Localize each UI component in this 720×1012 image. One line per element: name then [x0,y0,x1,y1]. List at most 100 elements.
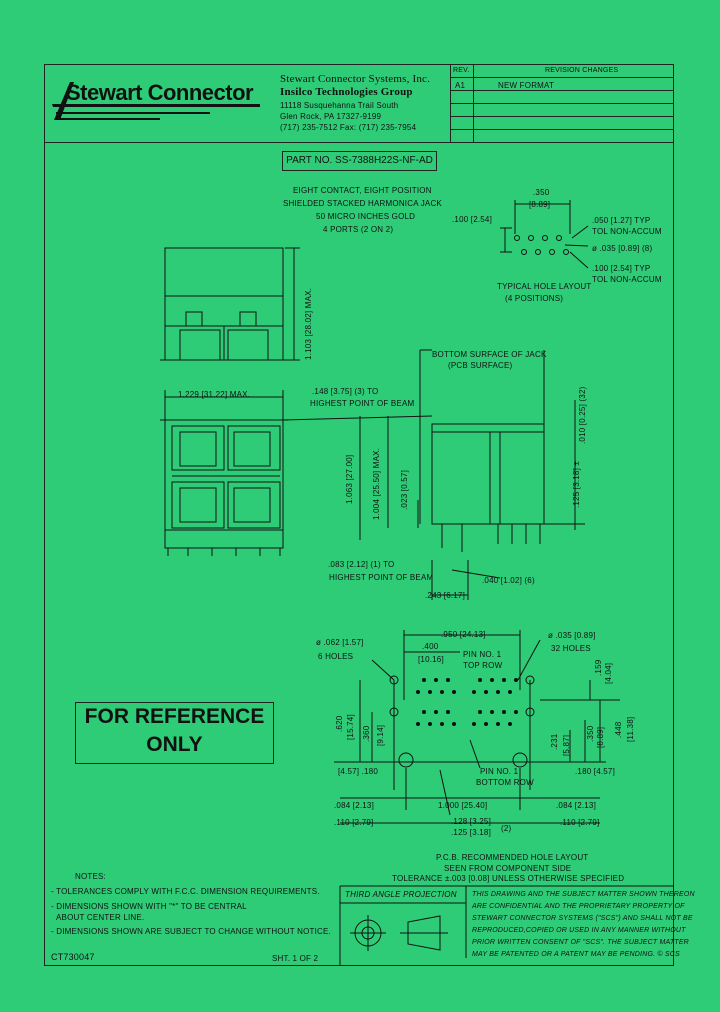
sheet-border [44,64,674,966]
pcb-dim-1000: 1.000 [25.40] [438,801,488,810]
hole-dim-100: .100 [2.54] [452,215,493,224]
pcb-dim-110-right: .110 [2.79] [560,818,600,827]
note-3: - DIMENSIONS SHOWN ARE SUBJECT TO CHANGE… [51,927,331,936]
hole-dim-050-typ: .050 [1.27] TYP [592,216,651,225]
hole-caption2: (4 POSITIONS) [505,294,564,303]
pcb-dim-180-left: [4.57] .180 [338,767,379,776]
hole-tol-non-accum-2: TOL NON-ACCUM [592,275,662,284]
pcb-dim-2: (2) [501,824,512,833]
confidential-line4: REPRODUCED,COPIED OR USED IN ANY MANNER … [472,927,686,934]
rev-header: REV. [453,67,470,74]
beam-bot-label1: .083 [2.12] (1) TO [328,560,395,569]
description-line1: EIGHT CONTACT, EIGHT POSITION [293,186,432,195]
pcb-dim-231: .231 [550,733,559,750]
side-dim-1004: 1.004 [25.50] MAX. [372,447,381,520]
hole-dim-350: .350 [533,188,550,197]
pcb-hole-035b: 32 HOLES [551,644,591,653]
pcb-dim-620: .620 [335,715,344,732]
company-address1: 11118 Susquehanna Trail South [280,101,399,110]
revision-row-line [450,103,674,104]
beam-top-label2: HIGHEST POINT OF BEAM [310,399,415,408]
pcb-dim-400-mm: [10.16] [418,655,444,664]
hole-dim-100-typ: .100 [2.54] TYP [592,264,651,273]
revision-row-line [450,77,674,78]
pcb-dim-620-mm: [15.74] [346,714,355,740]
drawing-number: CT730047 [51,952,95,962]
pcb-dim-400: .400 [422,642,439,651]
pcb-dim-350-mm: [8.89] [596,726,605,748]
revision-row-line [450,129,674,130]
revision-row-line [450,116,674,117]
pcb-caption1: P.C.B. RECOMMENDED HOLE LAYOUT [436,853,589,862]
side-dim-023: .023 [0.57] [400,469,409,510]
note-2a: - DIMENSIONS SHOWN WITH "*" TO BE CENTRA… [51,902,247,911]
description-line4: 4 PORTS (2 ON 2) [323,225,394,234]
hole-tol-non-accum-1: TOL NON-ACCUM [592,227,662,236]
pcb-dim-950: .950 [24.13] [441,630,486,639]
pcb-dim-360: .360 [362,725,371,742]
pcb-dim-448-mm: [11.38] [626,716,635,742]
company-group: Insilco Technologies Group [280,86,413,98]
part-number-box: PART NO. SS-7388H22S-NF-AD [282,151,437,171]
pcb-dim-350: .350 [586,725,595,742]
pcb-pin-holes [416,678,518,726]
reference-line1: FOR REFERENCE [84,705,265,728]
company-logo: Stewart Connector [50,80,275,128]
pcb-caption3: TOLERANCE ±.003 [0.08] UNLESS OTHERWISE … [392,874,625,883]
beam-bot-label2: HIGHEST POINT OF BEAM [329,573,434,582]
pcb-dim-448: .448 [614,721,623,738]
pcb-dim-084-right: .084 [2.13] [556,801,597,810]
pcb-pin1-top2: TOP ROW [463,661,503,670]
pcb-dim-159-mm: [4.04] [604,662,613,684]
confidential-line3: STEWART CONNECTOR SYSTEMS ("SCS") AND SH… [472,915,693,922]
bottom-surface-label2: (PCB SURFACE) [448,361,513,370]
pcb-dim-125: .125 [3.18] [451,828,492,837]
logo-swoosh-icon [52,82,260,120]
pcb-dim-360-mm: [9.14] [376,724,385,746]
description-line2: SHIELDED STACKED HARMONICA JACK [283,199,442,208]
revision-changes-header: REVISION CHANGES [545,67,619,74]
pcb-hole-062b: 6 HOLES [318,652,354,661]
pcb-hole-layout [334,630,620,824]
pcb-pin1-bot2: BOTTOM ROW [476,778,534,787]
pcb-pin1-bot1: PIN NO. 1 [480,767,519,776]
company-phone: (717) 235-7512 Fax: (717) 235-7954 [280,123,417,132]
pcb-dim-128: .128 [3.25] [451,817,492,826]
description-line3: 50 MICRO INCHES GOLD [316,212,416,221]
title-block-divider [44,142,674,143]
side-dim-010: .010 [0.25] (32) [578,386,587,444]
pcb-dim-084-left: .084 [2.13] [334,801,375,810]
pcb-hole-062a: ø .062 [1.57] [316,638,364,647]
note-2b: ABOUT CENTER LINE. [56,913,145,922]
notes-title: NOTES: [75,872,106,881]
pcb-dim-159: .159 [594,659,603,676]
confidential-line1: THIS DRAWING AND THE SUBJECT MATTER SHOW… [472,891,695,898]
bottom-surface-label1: BOTTOM SURFACE OF JACK [432,350,547,359]
projection-label: THIRD ANGLE PROJECTION [345,890,457,899]
side-dim-040: .040 [1.02] (6) [482,576,535,585]
side-view-jack [282,349,585,600]
front-width-max: 1.229 [31.22] MAX. [178,390,251,399]
confidential-line5: PRIOR WRITTEN CONSENT OF "SCS". THE SUBJ… [472,939,689,946]
rev-value: A1 [455,81,466,90]
sheet-number: SHT. 1 OF 2 [272,954,319,963]
reference-line2: ONLY [146,733,203,756]
company-address2: Glen Rock, PA 17327-9199 [280,112,382,121]
top-view-jack [160,247,300,361]
logo-text: Stewart Connector [66,80,254,105]
pcb-dim-180-right: .180 [4.57] [575,767,616,776]
front-view-jack [160,419,288,556]
front-height-max: 1.103 [28.02] MAX. [304,287,313,360]
beam-top-label1: .148 [3.75] (3) TO [312,387,379,396]
pcb-dim-231-mm: [5.87] [562,734,571,756]
confidential-line2: ARE CONFIDENTIAL AND THE PROPRIETARY PRO… [472,903,685,910]
side-dim-1063: 1.063 [27.00] [345,454,354,504]
note-1: - TOLERANCES COMPLY WITH F.C.C. DIMENSIO… [51,887,320,896]
side-dim-125: .125 [3.18] ± [572,460,581,508]
pcb-hole-035a: ø .035 [0.89] [548,631,596,640]
revision-row-line [450,90,674,91]
side-dim-243: .243 [6.17] [425,591,466,600]
pcb-dim-110-left: .110 [2.79] [334,818,374,827]
pcb-caption2: SEEN FROM COMPONENT SIDE [444,864,572,873]
